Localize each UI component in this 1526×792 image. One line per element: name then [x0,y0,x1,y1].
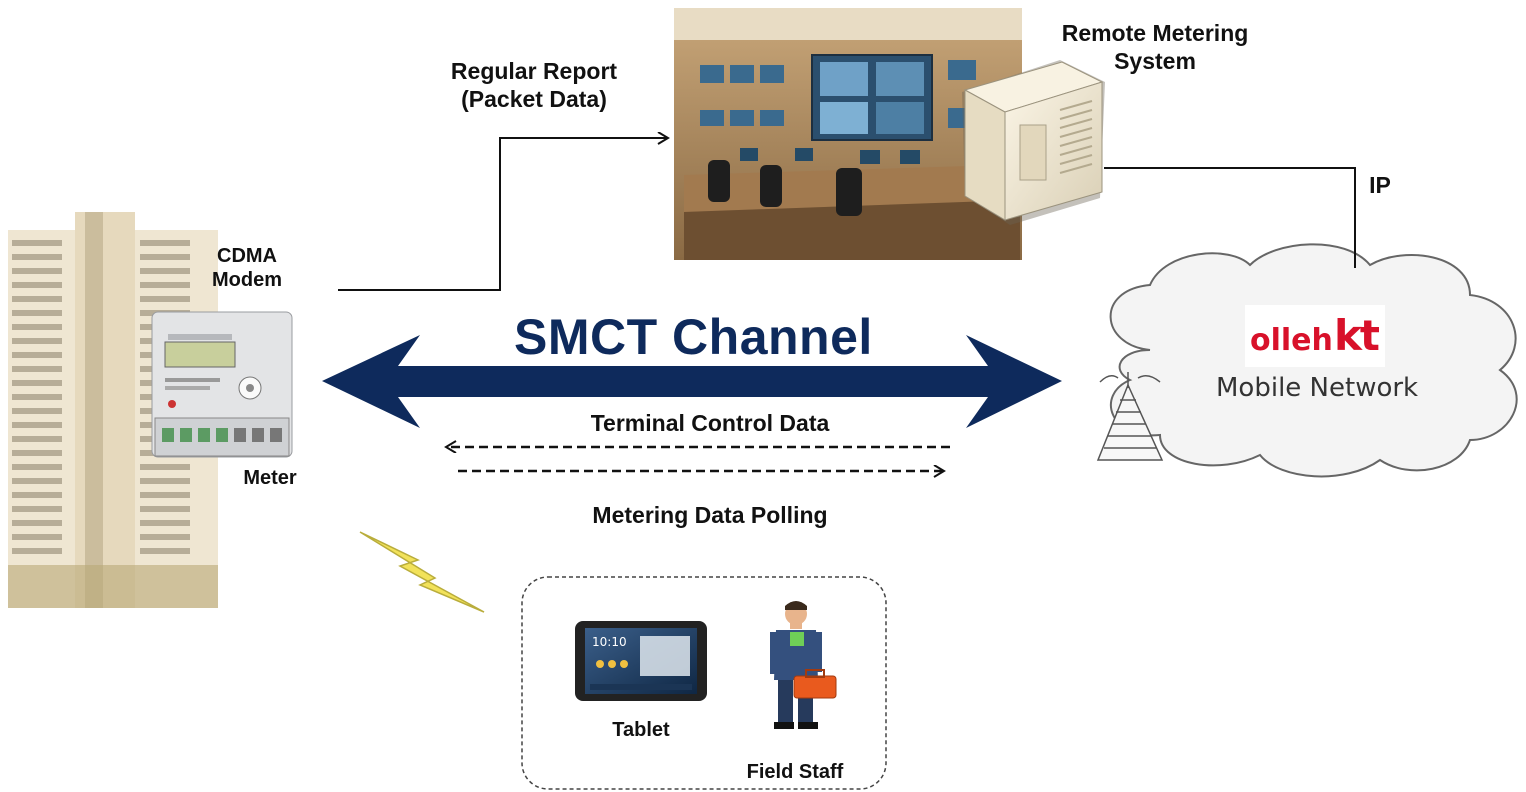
meter-terminal [162,428,174,442]
field-staff-icon [770,601,837,729]
building-window-row [12,310,62,316]
building-window-row [12,338,62,344]
building-window-row [140,464,190,470]
building-window-row [12,380,62,386]
meter-terminal [252,428,264,442]
building-window-row [140,520,190,526]
ip-label: IP [1369,172,1391,198]
meter-terminal [270,428,282,442]
meter-terminal [234,428,246,442]
regular-report-line [338,138,668,291]
tablet-clock: 10:10 [592,635,627,649]
tablet-label: Tablet [612,719,670,741]
mobile-network-label: Mobile Network [1216,373,1419,403]
building-window-row [140,478,190,484]
building-window-row [12,450,62,456]
building-window-row [140,492,190,498]
brand-kt: kt [1334,311,1380,360]
meter-terminal [180,428,192,442]
building-window-row [140,548,190,554]
building-window-row [12,534,62,540]
regular-report-label: Regular Report (Packet Data) [408,58,660,113]
building-window-row [12,240,62,246]
building-window-row [12,436,62,442]
smct-channel-title: SMCT Channel [514,309,873,365]
remote-system-line2: System [1114,47,1196,74]
tablet-icon [575,621,707,701]
building-window-row [12,282,62,288]
smct-channel-arrow [322,335,1062,428]
building-window-row [12,352,62,358]
ip-link-line [1104,167,1356,268]
terminal-control-label: Terminal Control Data [590,410,830,436]
building-window-row [140,254,190,260]
meter-terminal [198,428,210,442]
building-window-row [140,506,190,512]
field-staff-label: Field Staff [746,761,844,783]
regular-report-line1: Regular Report [450,58,618,84]
control-room-image [674,8,1022,260]
building-window-row [12,296,62,302]
server-vent [1059,154,1093,165]
building-window-row [12,268,62,274]
server-vent [1059,145,1093,156]
regular-report-line2: (Packet Data) [461,85,607,112]
building-window-row [12,366,62,372]
building-window-row [12,506,62,512]
brand-olleh: olleh [1250,323,1333,358]
remote-system-line1: Remote Metering [1061,20,1249,46]
server-vent [1059,118,1093,129]
building-window-row [12,422,62,428]
antenna-tower-icon [1096,372,1164,461]
meter-image [151,311,293,458]
building-window-row [12,408,62,414]
remote-metering-system-label: Remote Metering System [1022,20,1288,75]
server-vent [1059,100,1093,111]
building-window-row [12,394,62,400]
cdma-modem-label: CDMA Modem [192,244,302,292]
server-vent [1059,163,1093,174]
meter-label: Meter [243,467,297,489]
server-icon [962,60,1105,225]
building-window-row [140,268,190,274]
building-window-row [140,296,190,302]
building-window-row [12,520,62,526]
building-window-row [12,492,62,498]
building-window-row [12,324,62,330]
modem-line1: CDMA [217,245,277,267]
cloud-icon [1109,243,1518,478]
metering-polling-label: Metering Data Polling [592,502,828,528]
server-vent [1059,109,1093,120]
network-brand-logo: olleh kt [1250,309,1384,365]
meter-terminal [216,428,228,442]
building-window-row [140,534,190,540]
field-device-box [521,576,887,790]
building-window-row [12,464,62,470]
building-window-row [12,254,62,260]
lightning-icon [359,531,485,613]
building-window-row [12,478,62,484]
modem-line2: Modem [212,269,282,291]
server-vent [1059,127,1093,138]
building-window-row [140,282,190,288]
building-window-row [12,548,62,554]
building-window-row [140,240,190,246]
server-vent [1059,136,1093,147]
